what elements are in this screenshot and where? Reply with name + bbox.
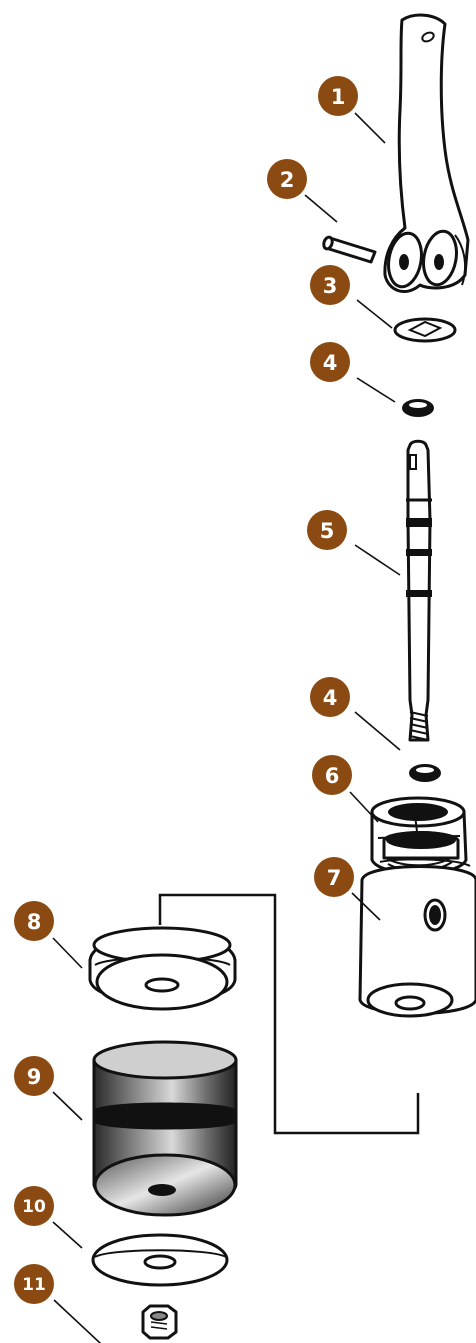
callout-c9: 9 xyxy=(14,1056,54,1096)
valve-stem-part xyxy=(406,439,432,742)
callout-c7: 7 xyxy=(314,857,354,897)
callout-circle xyxy=(307,510,347,550)
callout-number: 9 xyxy=(27,1065,42,1089)
valve-body-part xyxy=(358,831,476,1018)
callout-badges: 1 2 3 4 5 4 6 7 8 9 10 11 xyxy=(14,76,358,1304)
callout-circle xyxy=(318,76,358,116)
callout-number: 4 xyxy=(323,686,338,710)
callout-c11: 11 xyxy=(14,1264,54,1304)
callout-circle xyxy=(14,901,54,941)
callout-circle xyxy=(314,857,354,897)
callout-c6: 6 xyxy=(312,755,352,795)
callout-c3: 3 xyxy=(310,265,350,305)
callout-c1: 1 xyxy=(318,76,358,116)
piston-cap-part xyxy=(88,926,237,1011)
square-washer-part xyxy=(393,317,457,343)
stem-thread xyxy=(409,711,429,741)
leader-lines xyxy=(52,112,401,1343)
callout-number: 6 xyxy=(325,764,340,788)
callout-c4a: 4 xyxy=(310,342,350,382)
callout-c4b: 4 xyxy=(310,677,350,717)
callout-circle xyxy=(312,755,352,795)
callout-number: 10 xyxy=(22,1197,46,1217)
callout-circle xyxy=(310,342,350,382)
flat-washer-part xyxy=(91,1233,229,1287)
o-ring-upper-part xyxy=(402,399,434,417)
o-ring-lower-part xyxy=(409,764,441,782)
assembly-connector-lines xyxy=(158,893,420,1135)
pin-part xyxy=(322,235,377,264)
callout-number: 4 xyxy=(323,351,338,375)
callout-number: 7 xyxy=(327,866,342,890)
callout-c8: 8 xyxy=(14,901,54,941)
handle-lever-part xyxy=(383,13,470,293)
callout-number: 8 xyxy=(27,910,42,934)
callout-circle xyxy=(267,159,307,199)
callout-number: 3 xyxy=(323,274,338,298)
callout-circle xyxy=(14,1186,54,1226)
callout-circle xyxy=(14,1264,54,1304)
callout-number: 2 xyxy=(280,168,295,192)
hex-nut-part xyxy=(141,1304,178,1340)
callout-circle xyxy=(310,677,350,717)
callout-c2: 2 xyxy=(267,159,307,199)
callout-number: 11 xyxy=(22,1275,46,1295)
callout-number: 1 xyxy=(331,85,346,109)
metal-cylinder-part xyxy=(92,1040,238,1217)
callout-circle xyxy=(14,1056,54,1096)
callout-c5: 5 xyxy=(307,510,347,550)
callout-number: 5 xyxy=(320,519,335,543)
side-port xyxy=(423,898,447,932)
callout-circle xyxy=(310,265,350,305)
callout-c10: 10 xyxy=(14,1186,54,1226)
